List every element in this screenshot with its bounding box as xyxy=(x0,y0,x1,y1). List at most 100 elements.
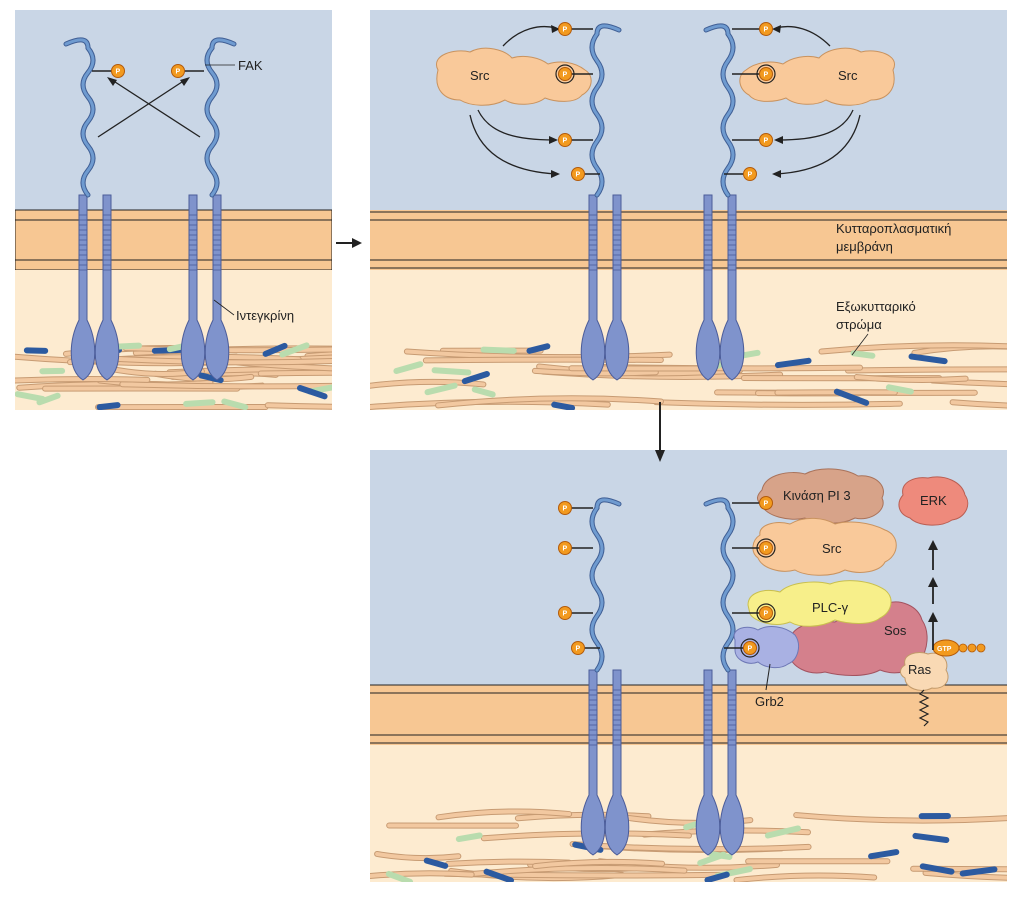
ecm-fiber xyxy=(123,346,332,353)
panel-a xyxy=(15,10,332,410)
ecm-short-fiber xyxy=(461,371,490,385)
integrin-label: Ιντεγκρίνη xyxy=(236,308,294,323)
ecm-fiber xyxy=(120,382,332,389)
ecm-short-fiber xyxy=(15,391,46,402)
sos-label: Sos xyxy=(884,623,907,638)
ecm-short-fiber xyxy=(774,357,812,369)
phospho-label: P xyxy=(116,69,121,76)
ecm-fiber xyxy=(472,865,687,876)
ecm-short-fiber xyxy=(393,361,424,375)
src-right-label: Src xyxy=(838,68,858,83)
ecm-fiber xyxy=(923,870,1007,880)
flow-arrow-right xyxy=(336,238,362,248)
ecm-short-fiber xyxy=(480,346,517,354)
ecm-fiber xyxy=(436,396,663,408)
ecm-fiber xyxy=(436,809,572,820)
integrins xyxy=(70,194,745,856)
ecm-short-fiber xyxy=(697,851,727,866)
gtp: GTP xyxy=(932,639,986,657)
integrin-subunit xyxy=(719,194,745,381)
ecm-fiber xyxy=(819,343,1007,354)
ecm-leader xyxy=(851,333,869,356)
integrin-subunit xyxy=(580,669,606,856)
phospho-ring xyxy=(756,538,776,558)
phospho-ring xyxy=(756,64,776,84)
plc-label: PLC-γ xyxy=(812,600,849,615)
pi3k-kinase: Κινάση PI 3 xyxy=(757,468,884,524)
ecm-short-fiber xyxy=(483,868,514,882)
fak-chain xyxy=(704,24,735,197)
fak-chain xyxy=(205,38,236,197)
phospho-group xyxy=(558,501,572,515)
phospho-group xyxy=(558,67,572,81)
erk-kinase: ERK xyxy=(898,476,969,526)
panel-b xyxy=(370,10,1007,410)
ecm-short-fiber xyxy=(764,825,801,839)
phospho-group xyxy=(571,167,585,181)
phospho-label: P xyxy=(764,546,769,553)
grb2-leader xyxy=(765,663,771,691)
ecm-fiber xyxy=(846,367,1007,373)
ecm-short-fiber xyxy=(885,384,914,395)
integrin-subunit xyxy=(70,194,96,381)
ecm-fiber xyxy=(370,379,486,388)
phospho-group xyxy=(558,606,572,620)
integrin-subunit xyxy=(204,194,230,381)
ecm-fiber xyxy=(15,376,150,383)
phospho-ring xyxy=(740,638,760,658)
integrin-subunit xyxy=(180,194,206,381)
phospho-group xyxy=(558,541,572,555)
ecm-short-fiber xyxy=(296,385,328,400)
phospho-label: P xyxy=(748,172,753,179)
src-bottom: Src xyxy=(752,517,897,576)
ecm-short-fiber xyxy=(96,402,121,410)
integrin-subunit xyxy=(604,194,630,381)
ecm-fiber xyxy=(258,370,332,376)
ecm-short-fiber xyxy=(908,353,948,365)
fak-chain xyxy=(590,498,621,672)
phospho-group xyxy=(759,541,773,555)
phospho-group xyxy=(759,133,773,147)
phospho-label: P xyxy=(748,646,753,653)
src-bottom-label: Src xyxy=(822,541,842,556)
src-left-label: Src xyxy=(470,68,490,83)
ecm-fiber xyxy=(854,375,968,382)
ras-protein: Ras xyxy=(900,651,949,727)
ecm-fiber xyxy=(930,378,1007,387)
ecm-fiber xyxy=(370,871,474,879)
ecm-fiber xyxy=(375,851,461,861)
ecm-short-fiber xyxy=(850,350,876,359)
phospho-label: P xyxy=(764,501,769,508)
ecm-short-fiber xyxy=(431,367,472,376)
phospho-label: P xyxy=(563,72,568,79)
ecm-fiber xyxy=(265,403,332,409)
phospho-group xyxy=(558,133,572,147)
plc-gamma: PLC-γ xyxy=(747,580,892,627)
phospho-label: P xyxy=(764,72,769,79)
ecm-short-fiber xyxy=(23,347,49,354)
fak-chain xyxy=(590,24,621,197)
phospho-group xyxy=(759,496,773,510)
grb2-label: Grb2 xyxy=(755,694,784,709)
fak-chains xyxy=(63,23,736,673)
ecm-fibers xyxy=(370,808,1007,882)
gtp-label: GTP xyxy=(937,646,952,653)
integrin-subunit xyxy=(695,669,721,856)
ras-label: Ras xyxy=(908,662,932,677)
ecm-short-fiber xyxy=(912,832,950,844)
fak-chain xyxy=(64,38,95,197)
phospho-group xyxy=(558,22,572,36)
phospho-label: P xyxy=(764,611,769,618)
ecm-short-fiber xyxy=(551,401,576,410)
integrin-subunit xyxy=(719,669,745,856)
ecm-fiber xyxy=(423,357,663,363)
ecm-short-fiber xyxy=(262,342,288,357)
ecm-short-fiber xyxy=(221,398,249,410)
ecm-fiber xyxy=(734,873,877,882)
phospho-label: P xyxy=(576,646,581,653)
ecm-short-fiber xyxy=(704,871,730,882)
ecm-short-fiber xyxy=(526,343,551,354)
ecm-short-fiber xyxy=(455,832,483,843)
